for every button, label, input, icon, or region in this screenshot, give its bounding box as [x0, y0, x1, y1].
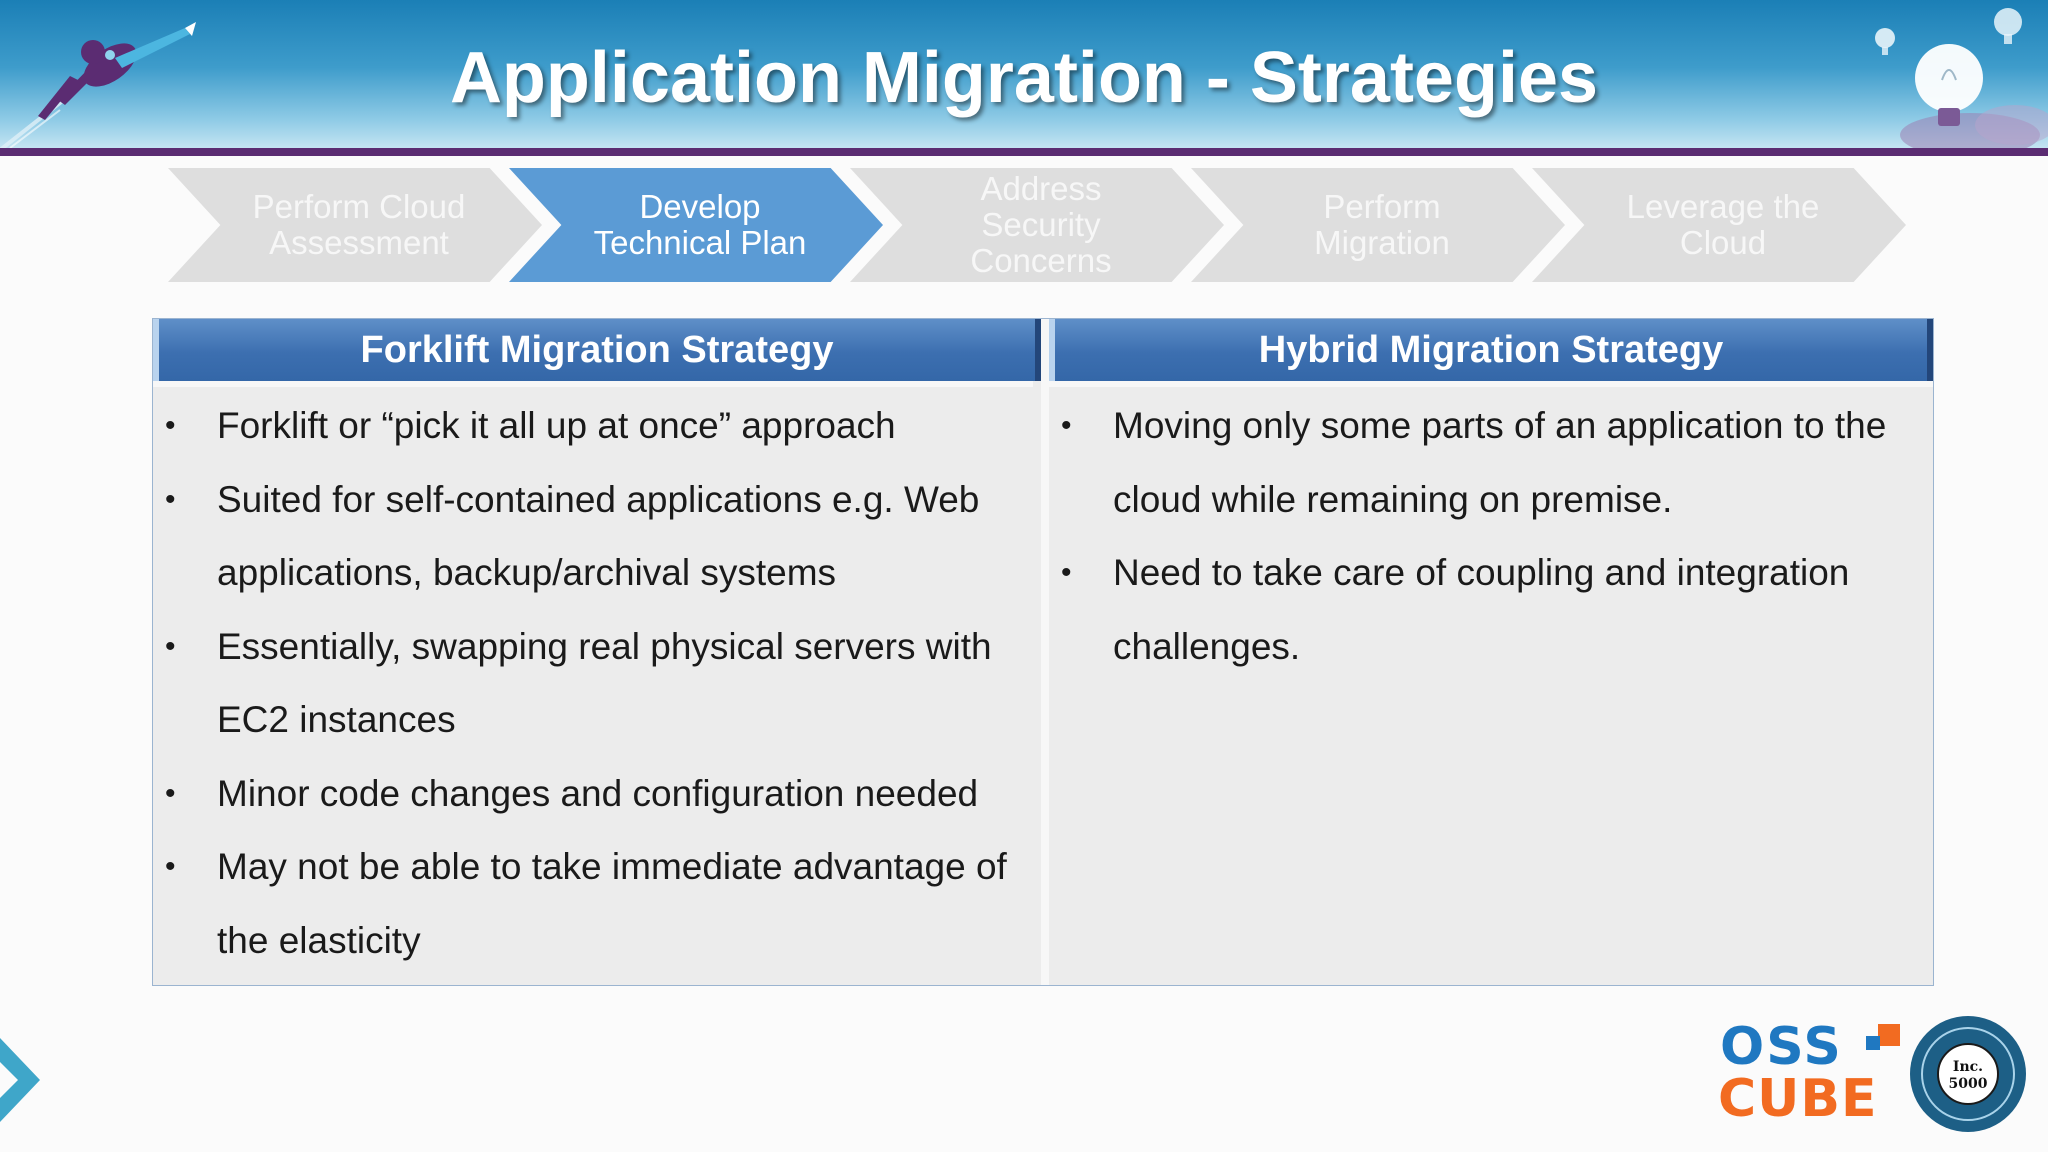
bullet-icon: •: [165, 409, 176, 442]
bullet-text: Minor code changes and configuration nee…: [217, 772, 979, 814]
header-divider: [0, 148, 2048, 156]
lightbulb-icon: [1875, 8, 2048, 150]
bullet-text: Essentially, swapping real physical serv…: [217, 625, 992, 741]
chevron-right-icon[interactable]: [0, 1030, 50, 1130]
column-divider: [1041, 319, 1049, 985]
osscube-logo: OSS CUBE: [1718, 1017, 1900, 1122]
forklift-heading: Forklift Migration Strategy: [153, 319, 1041, 381]
forklift-bullets: • Forklift or “pick it all up at once” ap…: [153, 387, 1013, 977]
bullet-icon: •: [165, 482, 176, 516]
logo-line2: CUBE: [1718, 1069, 1878, 1122]
bullet-text: Need to take care of coupling and integr…: [1113, 552, 1850, 667]
logo-line1: OSS: [1720, 1017, 1843, 1077]
hybrid-heading: Hybrid Migration Strategy: [1049, 319, 1933, 381]
list-item: • Forklift or “pick it all up at once” ap…: [153, 389, 1013, 463]
bullet-text: Suited for self-contained applications e…: [217, 478, 980, 594]
bullet-icon: •: [165, 850, 176, 883]
process-step-label: Perform Migration: [1314, 188, 1450, 261]
bullet-icon: •: [165, 776, 176, 810]
svg-text:5000: 5000: [1949, 1076, 1988, 1092]
bullet-icon: •: [165, 629, 176, 663]
hybrid-bullets: • Moving only some parts of an applicatio…: [1049, 387, 1929, 683]
process-step-leverage: Leverage the Cloud: [1532, 168, 1906, 282]
slide-title: Application Migration - Strategies: [449, 38, 1599, 118]
slide-header: Application Migration - Strategies: [0, 0, 2048, 150]
list-item: • May not be able to take immediate advan…: [153, 830, 1013, 977]
list-item: • Essentially, swapping real physical ser…: [153, 610, 1013, 757]
process-step-label: Address Security Concerns: [970, 170, 1112, 279]
process-step-label: Perform Cloud Assessment: [252, 188, 466, 261]
process-step-label: Develop Technical Plan: [593, 188, 807, 261]
bullet-text: May not be able to take immediate advant…: [217, 846, 1007, 961]
svg-text:Inc.: Inc.: [1953, 1059, 1983, 1075]
bullet-icon: •: [1061, 409, 1072, 442]
list-item: • Minor code changes and configuration ne…: [153, 757, 1013, 831]
list-item: • Moving only some parts of an applicatio…: [1049, 389, 1929, 536]
process-step-assessment: Perform Cloud Assessment: [168, 168, 542, 282]
bullet-icon: •: [1061, 556, 1072, 589]
rocket-person-icon: [0, 22, 196, 150]
list-item: • Suited for self-contained applications …: [153, 463, 1013, 610]
list-item: • Need to take care of coupling and integ…: [1049, 536, 1929, 683]
inc5000-seal: Inc. 5000: [1910, 1016, 2026, 1132]
bullet-text: Forklift or “pick it all up at once” app…: [217, 405, 896, 446]
process-step-label: Leverage the Cloud: [1626, 188, 1820, 261]
process-step-technical-plan: Develop Technical Plan: [509, 168, 883, 282]
process-step-security: Address Security Concerns: [850, 168, 1224, 282]
process-step-migration: Perform Migration: [1191, 168, 1565, 282]
hybrid-column: • Moving only some parts of an applicatio…: [1049, 381, 1933, 991]
strategy-table: Forklift Migration Strategy Hybrid Migra…: [152, 318, 1934, 986]
forklift-column: • Forklift or “pick it all up at once” ap…: [153, 381, 1033, 991]
bullet-text: Moving only some parts of an application…: [1113, 405, 1887, 520]
process-steps: Perform Cloud Assessment Develop Technic…: [168, 168, 1908, 282]
